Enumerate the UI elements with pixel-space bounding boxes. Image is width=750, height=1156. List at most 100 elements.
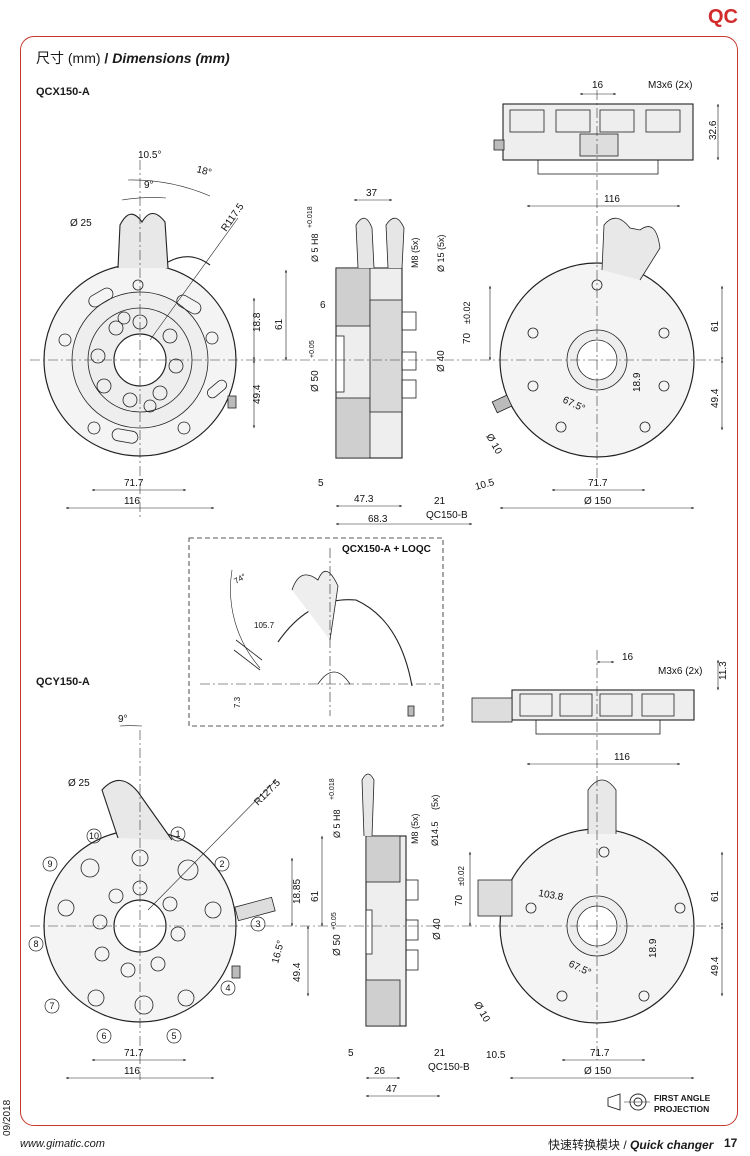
dim-b-49r: 49.4 (710, 956, 721, 976)
qcy-rear-view (477, 779, 695, 1024)
dim-a-61: 61 (274, 318, 285, 330)
callout-8: 8 (33, 939, 38, 949)
callout-7: 7 (49, 1001, 54, 1011)
dim-a-d15: Ø 15 (5x) (436, 234, 446, 272)
page-title: 尺寸 (mm) / Dimensions (mm) (36, 48, 230, 68)
dim-b-9: 9° (118, 714, 128, 725)
dim-b-71-7: 71.7 (124, 1048, 144, 1059)
dim-b-47: 47 (386, 1084, 398, 1095)
dim-a-18-9: 18.9 (632, 372, 643, 392)
dim-b-h8-tol: +0.018 (329, 778, 336, 800)
dim-b-49-4: 49.4 (292, 962, 303, 982)
dim-b-m3: M3x6 (2x) (658, 666, 702, 677)
dim-a-68-3: 68.3 (368, 514, 388, 525)
dim-b-18-9: 18.9 (648, 938, 659, 958)
dim-a-71r: 71.7 (588, 478, 608, 489)
inset-title: QCX150-A + LOQC (342, 544, 431, 555)
callout-6: 6 (101, 1031, 106, 1041)
dim-b-61: 61 (310, 890, 321, 902)
dim-a-h8: Ø 5 H8 (310, 233, 320, 262)
callout-10: 10 (89, 831, 99, 841)
brand-label: QC (708, 6, 738, 28)
dim-b-116: 116 (124, 1066, 140, 1077)
projection-line-1: FIRST ANGLE (654, 1093, 711, 1103)
title-units: (mm) (67, 50, 101, 66)
dim-a-h8-tol: +0.018 (307, 206, 314, 228)
projection-symbol (607, 1093, 650, 1111)
dim-b-103: 103.8 (537, 888, 564, 903)
dim-a-37: 37 (366, 188, 378, 199)
dim-b-r127: R127.5 (252, 777, 283, 808)
dim-b-10-5: 10.5 (486, 1050, 506, 1061)
dim-a-49r: 49.4 (710, 388, 721, 408)
dim-a-10-5r: 10.5 (474, 477, 496, 493)
callout-3: 3 (255, 919, 260, 929)
footer-title: 快速转换模块 / Quick changer (548, 1136, 713, 1153)
callout-5: 5 (171, 1031, 176, 1041)
dim-b-d40: Ø 40 (432, 918, 443, 940)
title-en: Dimensions (mm) (112, 50, 230, 66)
page-number: 17 (724, 1136, 738, 1150)
dim-a-10-5: 10.5° (138, 150, 161, 161)
dim-b-d50-tol: +0.05 (331, 912, 338, 930)
callout-9: 9 (47, 859, 52, 869)
dim-b-70: 70 (454, 894, 465, 906)
footer-cn: 快速转换模块 (548, 1138, 621, 1152)
dim-b-16-5: 16.5° (270, 939, 287, 965)
dim-b-11-3: 11.3 (718, 661, 729, 680)
dim-b-21: 21 (434, 1048, 446, 1059)
qcy-front-view (43, 779, 276, 1023)
dim-b-26: 26 (374, 1066, 386, 1077)
qcx-top-view (493, 103, 694, 175)
dim-a-5: 5 (318, 478, 324, 489)
dim-b-18-85: 18.85 (292, 879, 303, 904)
dim-b-16: 16 (622, 652, 634, 663)
dim-a-18-8: 18.8 (252, 312, 263, 332)
title-cn: 尺寸 (36, 50, 64, 66)
projection-label: FIRST ANGLE PROJECTION (654, 1093, 710, 1115)
dim-b-d50: Ø 50 (332, 934, 343, 956)
projection-line-2: PROJECTION (654, 1104, 710, 1114)
dim-b-71r: 71.7 (590, 1048, 610, 1059)
dim-b-d150: Ø 150 (584, 1066, 612, 1077)
dim-a-18: 18° (195, 164, 212, 179)
dim-a-r117: R117.5 (219, 201, 246, 233)
footer-sep: / (620, 1138, 631, 1152)
dim-a-d25: Ø 25 (70, 218, 92, 229)
dim-b-116r: 116 (614, 752, 630, 763)
model-label-b: QCY150-A (36, 676, 90, 688)
dim-b-5x: (5x) (430, 794, 440, 810)
dim-a-m3: M3x6 (2x) (648, 80, 692, 91)
inset-74: 74° (233, 572, 248, 586)
dim-a-qcb: QC150-B (426, 510, 468, 521)
dim-a-61r: 61 (710, 320, 721, 332)
dim-a-d50-tol: +0.05 (309, 340, 316, 358)
callout-4: 4 (225, 983, 230, 993)
dim-a-49-4: 49.4 (252, 384, 263, 404)
qcx-rear-view (491, 217, 695, 458)
dim-b-5: 5 (348, 1048, 354, 1059)
dim-a-d40: Ø 40 (436, 350, 447, 372)
footer-en: Quick changer (630, 1138, 714, 1152)
dim-a-6: 6 (320, 300, 326, 311)
dim-b-d10: Ø 10 (471, 1000, 492, 1025)
qcy-top-view (471, 689, 695, 735)
dim-b-h8: Ø 5 H8 (332, 809, 342, 838)
qcx-side-view (335, 217, 417, 459)
website-link[interactable]: www.gimatic.com (20, 1138, 105, 1150)
dim-a-21: 21 (434, 496, 446, 507)
dim-a-9: 9° (144, 180, 154, 191)
dim-a-m8: M8 (5x) (410, 237, 420, 268)
dim-a-16: 16 (592, 80, 604, 91)
dim-b-qcb: QC150-B (428, 1062, 470, 1073)
page-frame (20, 36, 738, 1126)
dim-a-70: 70 (462, 332, 473, 344)
qcy-side-view (361, 773, 419, 1027)
dim-a-32-6: 32.6 (708, 120, 719, 140)
print-date: 09/2018 (2, 1099, 13, 1136)
dim-a-71-7: 71.7 (124, 478, 144, 489)
dim-a-47-3: 47.3 (354, 494, 374, 505)
inset-7-3: 7.3 (233, 696, 242, 708)
dim-b-m8: M8 (5x) (410, 813, 420, 844)
dim-a-116r: 116 (604, 194, 620, 205)
